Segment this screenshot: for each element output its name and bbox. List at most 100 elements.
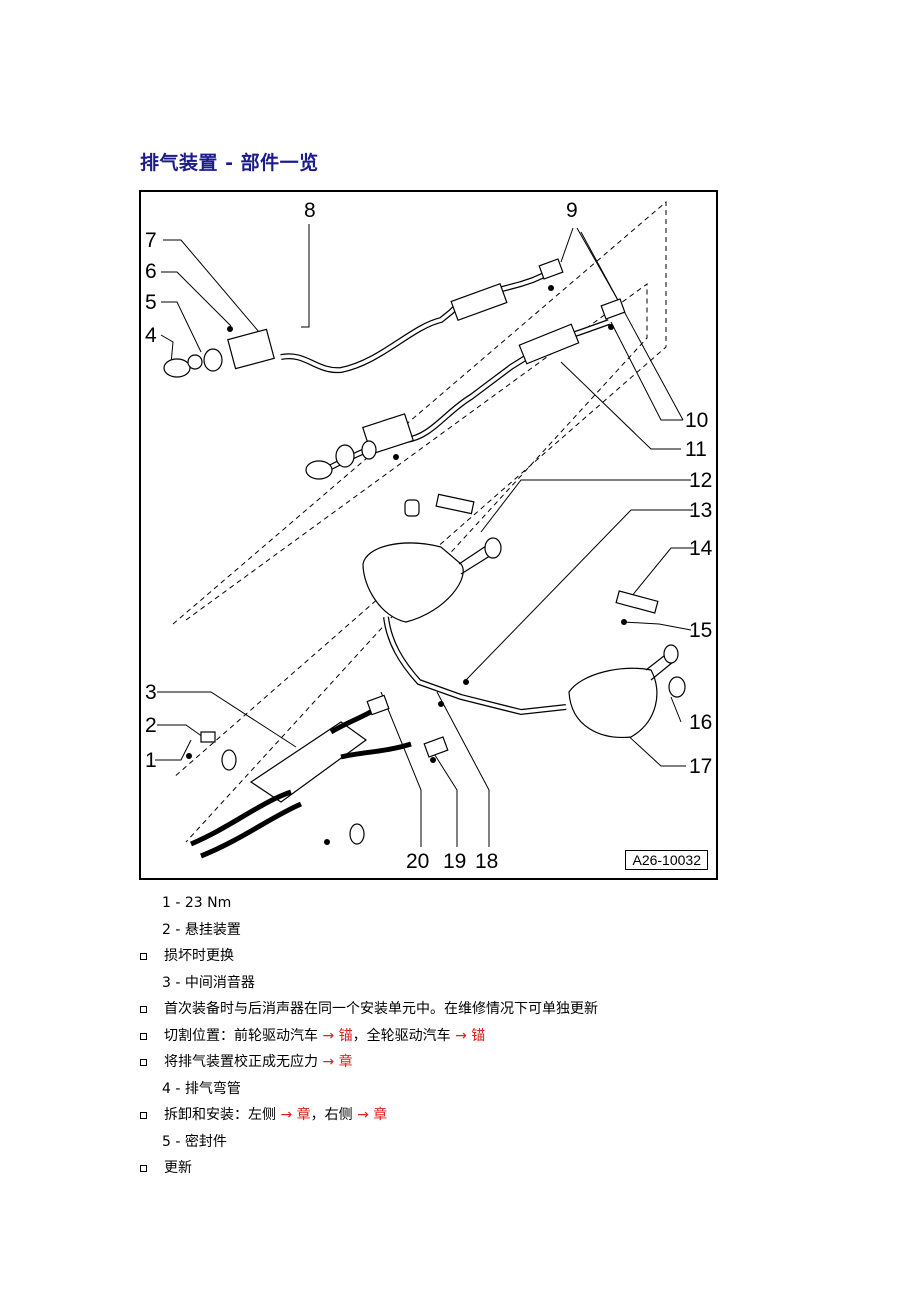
part-note: 首次装备时与后消声器在同一个安装单元中。在维修情况下可单独更新 — [138, 996, 838, 1023]
part-note: 更新 — [138, 1155, 838, 1182]
bracket-14 — [615, 590, 659, 614]
part-note: 拆卸和安装：左侧 → 章，右侧 → 章 — [138, 1102, 838, 1129]
cross-reference-link[interactable]: → 章 — [280, 1107, 311, 1123]
leader-10b — [580, 231, 684, 421]
leader-13 — [465, 509, 693, 681]
hanger-lower-left — [221, 749, 237, 771]
callout-17: 17 — [689, 755, 713, 778]
callout-15: 15 — [689, 619, 713, 642]
part-item: 1 - 23 Nm — [138, 890, 838, 917]
part-text: 更新 — [164, 1160, 192, 1176]
front-catalyst-upper — [227, 328, 275, 370]
checkbox-bullet-icon — [140, 1059, 147, 1066]
callout-6: 6 — [145, 260, 157, 283]
leader-19 — [432, 751, 458, 847]
callout-18: 18 — [475, 850, 499, 873]
callout-12: 12 — [689, 469, 713, 492]
front-muffler-lower — [518, 323, 580, 365]
part-note: 损坏时更换 — [138, 943, 838, 970]
part-text: 5 - 密封件 — [162, 1133, 227, 1150]
callout-9: 9 — [566, 199, 578, 222]
part-text: 切割位置：前轮驱动汽车 → 锚，全轮驱动汽车 → 锚 — [164, 1028, 485, 1044]
figure-id-label: A26-10032 — [625, 850, 708, 870]
leader-8 — [301, 224, 310, 328]
clamp-9 — [538, 258, 564, 280]
part-note: 切割位置：前轮驱动汽车 → 锚，全轮驱动汽车 → 锚 — [138, 1023, 838, 1050]
leader-9a — [560, 227, 574, 263]
middle-muffler — [249, 721, 368, 803]
clamp-20 — [366, 694, 390, 716]
callout-7: 7 — [145, 229, 157, 252]
leader-12 — [480, 479, 691, 533]
diagram-drawing — [155, 200, 694, 859]
cross-reference-link[interactable]: → 锚 — [322, 1027, 353, 1044]
leader-10 — [610, 321, 683, 421]
checkbox-bullet-icon — [140, 1032, 147, 1040]
text-segment: 切割位置：前轮驱动汽车 — [164, 1027, 323, 1044]
callout-4: 4 — [145, 324, 157, 347]
dashed-frame-upper — [172, 200, 667, 779]
checkbox-bullet-icon — [140, 1006, 147, 1013]
leader-11 — [560, 361, 681, 450]
callout-19: 19 — [443, 850, 467, 873]
part-item: 4 - 排气弯管 — [138, 1076, 838, 1103]
tailpipe-12 — [458, 543, 494, 575]
clamp-19 — [423, 736, 449, 758]
part-item: 5 - 密封件 — [138, 1129, 838, 1156]
leader-20 — [380, 691, 422, 847]
text-segment: ，全轮驱动汽车 — [352, 1027, 456, 1044]
cross-reference-link[interactable]: → 章 — [322, 1054, 353, 1070]
leader-1 — [155, 739, 192, 761]
part-text: 将排气装置校正成无应力 → 章 — [164, 1054, 353, 1070]
text-segment: ，右侧 — [310, 1107, 358, 1123]
clamp-10 — [600, 298, 626, 320]
checkbox-bullet-icon — [140, 1112, 147, 1119]
front-muffler-upper — [450, 282, 508, 322]
callout-3: 3 — [145, 681, 157, 704]
connecting-pipe — [383, 616, 567, 716]
cross-reference-link[interactable]: → 章 — [357, 1107, 388, 1123]
text-segment: 拆卸和安装：左侧 — [164, 1107, 281, 1123]
part-text: 4 - 排气弯管 — [162, 1080, 241, 1097]
text-segment: 将排气装置校正成无应力 — [164, 1054, 323, 1070]
cross-reference-link[interactable]: → 锚 — [455, 1027, 486, 1044]
rear-muffler-left — [362, 542, 464, 623]
leader-16 — [670, 696, 682, 723]
gasket-5 — [203, 348, 223, 372]
hanger-lower-right — [349, 823, 365, 845]
part-text: 3 - 中间消音器 — [162, 974, 255, 991]
leader-7 — [163, 239, 260, 333]
callout-11: 11 — [685, 438, 707, 461]
part-item: 2 - 悬挂装置 — [138, 917, 838, 944]
exhaust-bend-4 — [163, 358, 191, 378]
part-text: 首次装备时与后消声器在同一个安装单元中。在维修情况下可单独更新 — [164, 1001, 598, 1017]
leader-5 — [161, 301, 202, 353]
part-text: 1 - 23 Nm — [162, 895, 232, 911]
callout-16: 16 — [689, 711, 713, 734]
part-note: 将排气装置校正成无应力 → 章 — [138, 1049, 838, 1076]
rear-muffler-right — [568, 667, 658, 739]
callout-20: 20 — [406, 850, 430, 873]
leader-4 — [160, 334, 174, 365]
callout-2: 2 — [145, 714, 157, 737]
leader-14 — [630, 547, 694, 598]
parts-list: 1 - 23 Nm 2 - 悬挂装置损坏时更换 3 - 中间消音器首次装备时与后消声… — [138, 890, 838, 1182]
leader-18 — [436, 691, 490, 847]
bracket-upper — [435, 493, 475, 515]
part-item: 3 - 中间消音器 — [138, 970, 838, 997]
callout-1: 1 — [145, 749, 157, 772]
leader-2 — [157, 724, 204, 738]
leader-15 — [622, 621, 692, 631]
page-title: 排气装置 - 部件一览 — [140, 152, 319, 174]
front-pipes-lower — [190, 789, 302, 859]
hanger-16 — [668, 676, 686, 698]
leader-3 — [157, 691, 297, 748]
part-text: 2 - 悬挂装置 — [162, 921, 241, 938]
checkbox-bullet-icon — [140, 953, 147, 960]
part-text: 损坏时更换 — [164, 948, 234, 964]
hanger-upper — [404, 499, 420, 517]
callout-5: 5 — [145, 291, 157, 314]
callout-14: 14 — [689, 537, 713, 560]
callout-8: 8 — [304, 199, 316, 222]
checkbox-bullet-icon — [140, 1165, 147, 1172]
